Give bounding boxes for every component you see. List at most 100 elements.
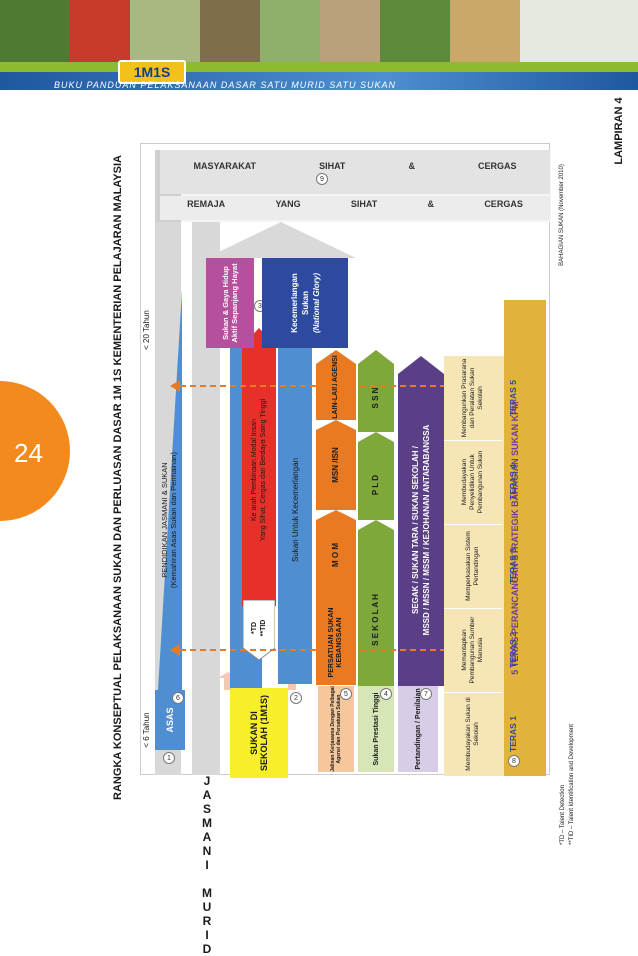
photo-tile	[260, 0, 322, 62]
pertandingan-wrap: Pertandingan / Penilaian	[398, 686, 438, 772]
pertandingan-label: Pertandingan / Penilaian	[414, 688, 422, 770]
lampiran-wrap: LAMPIRAN 4	[612, 96, 626, 166]
header-photo-strip	[0, 0, 638, 62]
teras-desc: Membudayakan Sukan di Sekolah	[465, 697, 480, 771]
teras-title: TERAS 5	[508, 380, 518, 416]
kecemerlangan-box	[262, 258, 348, 348]
logo-1m1s: 1M1S	[118, 60, 186, 84]
sukan-sekolah-wrap: SUKAN DI SEKOLAH (1M1S)	[230, 688, 288, 778]
remaja-strip	[160, 196, 550, 220]
header-band-green	[0, 62, 638, 72]
kecemerlangan-line1: Kecemerlangan	[289, 273, 299, 333]
teras-banner	[504, 300, 546, 776]
cergas-word-2: CERGAS	[477, 161, 517, 171]
teras-area	[444, 356, 504, 776]
footnote-wrap: *TD – Talent Detection **TID – Talent Id…	[556, 645, 580, 845]
left-word-letter: M	[202, 886, 212, 900]
teras-block: Membangunkan Prasarana dan Peralatan Suk…	[444, 356, 526, 440]
left-word-letter: I	[205, 928, 209, 942]
diagram-frame	[140, 143, 550, 775]
left-word-letter: M	[202, 816, 212, 830]
left-word-letter: J	[203, 774, 211, 788]
number-circle-8: 8	[508, 755, 520, 767]
photo-tile	[130, 0, 202, 62]
teras-separator	[444, 692, 502, 693]
teras-desc: Membudayakan Penyelidikan Untuk Pembangu…	[461, 450, 484, 514]
pendidikan-wedge	[158, 290, 182, 690]
main-title-wrap: RANGKA KONSEPTUAL PELAKSANAAN SUKAN DAN …	[110, 155, 126, 800]
teras-desc: Membangunkan Prasarana dan Peralatan Suk…	[461, 358, 484, 438]
sukan-gaya-wrap: Sukan & Gaya Hidup Aktif Sepanjang Hayat	[206, 258, 254, 348]
masyarakat-strip	[160, 150, 550, 194]
orange-arrow-chain	[316, 350, 356, 600]
left-word-letter: S	[202, 802, 211, 816]
teras-title: TERAS 3	[508, 548, 518, 584]
left-word-letter: I	[205, 858, 209, 872]
number-circle-5: 5	[340, 688, 352, 700]
number-circle-2: 2	[290, 692, 302, 704]
remaja-letters: REMAJA YANG SIHAT & CERGAS	[162, 198, 548, 210]
age-start-label: < 6 Tahun	[141, 712, 151, 748]
photo-tile	[450, 0, 522, 62]
sukan-gaya-label: Sukan & Gaya Hidup Aktif Sepanjang Hayat	[221, 263, 239, 343]
page-number: 24	[14, 438, 43, 468]
teras-desc: Memantapkan Pembangunan Sumber Manusia	[461, 616, 484, 684]
main-title: RANGKA KONSEPTUAL PELAKSANAAN SUKAN DAN …	[112, 155, 124, 800]
kecemerlangan-text: Kecemerlangan Sukan (National Glory)	[262, 258, 348, 348]
left-word-letter: D	[202, 942, 212, 956]
masyarakat-letters: MASYARAKAT SIHAT & CERGAS	[162, 160, 548, 172]
photo-tile	[320, 0, 382, 62]
footnote-line1: *TD – Talent Detection	[560, 785, 566, 845]
lampiran-label: LAMPIRAN 4	[613, 97, 625, 165]
teras-title: TERAS 2	[508, 632, 518, 668]
teras-block: Membudayakan Penyelidikan Untuk Pembangu…	[444, 440, 526, 524]
left-word-letter: N	[202, 844, 212, 858]
sukan-gaya-box	[206, 258, 254, 348]
number-circle-7: 7	[420, 688, 432, 700]
sukan-prestasi-box	[358, 686, 394, 772]
sukan-kecemerlangan-arrow	[278, 328, 312, 684]
footnote-line2: **TID – Talent Identification and Develo…	[569, 724, 575, 845]
and-word-2: &	[408, 161, 415, 171]
persatuan-box	[316, 600, 356, 685]
photo-tile	[70, 0, 132, 62]
banner-title: BUKU PANDUAN PELAKSANAAN DASAR SATU MURI…	[54, 80, 397, 90]
teras-title: TERAS 4	[508, 464, 518, 500]
photo-tile	[200, 0, 262, 62]
age-end-wrap: < 20 Tahun	[140, 290, 152, 370]
and-word-1: &	[427, 199, 435, 209]
age-start-wrap: < 6 Tahun	[140, 690, 152, 770]
photo-tile	[520, 0, 638, 62]
sihat-word-1: SIHAT	[350, 199, 378, 209]
number-circle-9: 9	[316, 173, 328, 185]
green-arrow-chain	[358, 350, 394, 686]
age-end-label: < 20 Tahun	[141, 310, 151, 350]
ke-arah-arrow	[242, 328, 276, 606]
pertandingan-box	[398, 686, 438, 772]
teras-block: Memantapkan Pembangunan Sumber Manusia TE…	[444, 608, 526, 692]
yang-word: YANG	[275, 199, 301, 209]
purple-arrow	[398, 356, 444, 686]
masyarakat-word: MASYARAKAT	[193, 161, 257, 171]
teras-separator	[444, 524, 502, 525]
sukan-sekolah-label: SUKAN DI SEKOLAH (1M1S)	[249, 695, 269, 772]
left-word-letter: A	[202, 830, 212, 844]
big-up-arrow	[206, 222, 356, 258]
photo-tile	[380, 0, 452, 62]
left-word-letter: R	[202, 914, 212, 928]
sihat-word-2: SIHAT	[319, 161, 346, 171]
kecemerlangan-wrap: Kecemerlangan Sukan (National Glory)	[262, 258, 348, 348]
teras-separator	[444, 440, 502, 441]
number-circle-1: 1	[163, 752, 175, 764]
kecemerlangan-line2: Sukan	[300, 291, 310, 316]
photo-tile	[0, 0, 72, 62]
number-circle-4: 4	[380, 688, 392, 700]
number-circle-6: 6	[172, 692, 184, 704]
td-box	[243, 600, 275, 660]
sukan-sekolah-box	[230, 688, 288, 778]
footnote-text: *TD – Talent Detection **TID – Talent Id…	[556, 645, 580, 845]
remaja-word: REMAJA	[187, 199, 226, 209]
